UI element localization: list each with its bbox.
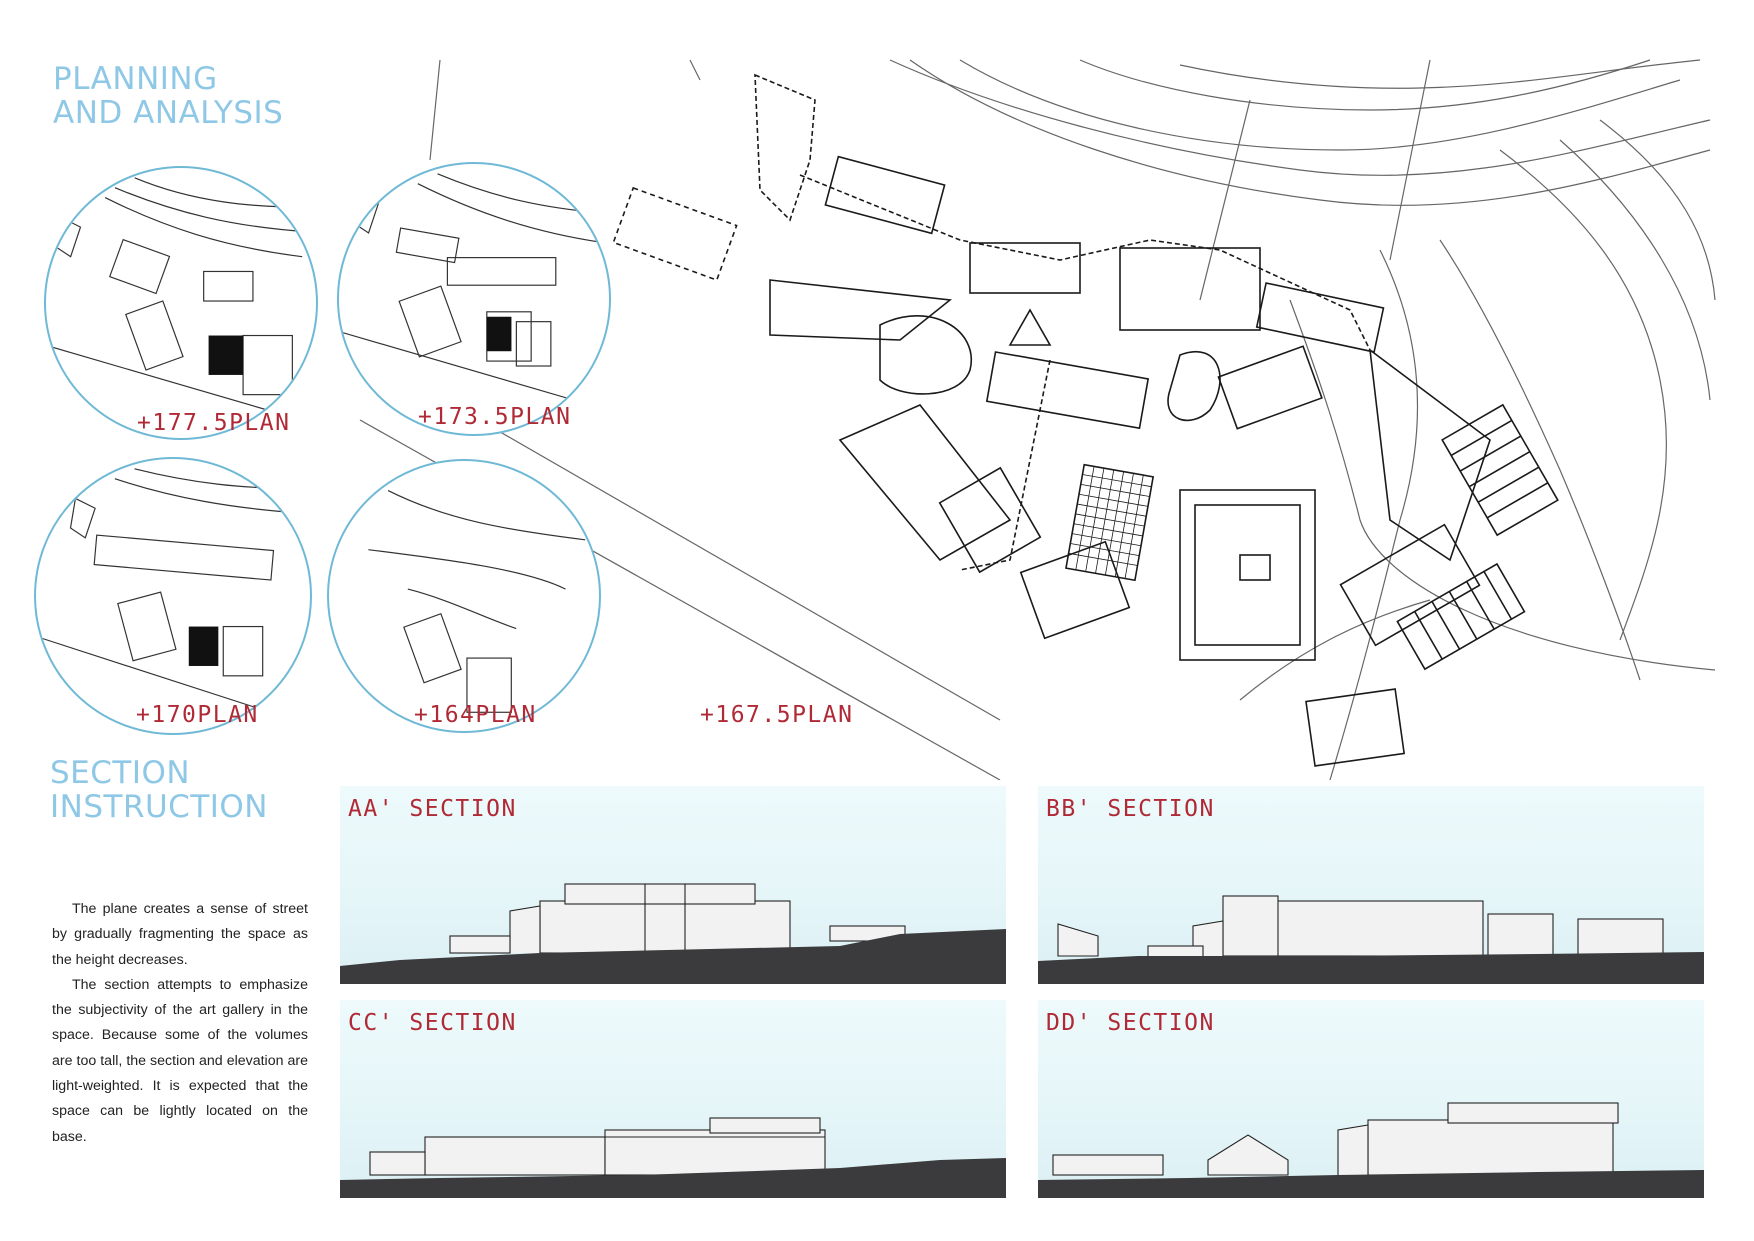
section-label-aa: AA' SECTION: [348, 796, 517, 822]
section-panel-cc: CC' SECTION: [340, 1000, 1006, 1198]
section-heading-line-1: SECTION: [50, 755, 191, 791]
section-label-dd: DD' SECTION: [1046, 1010, 1215, 1036]
plan-circle-164: [327, 459, 601, 733]
planning-heading: PLANNING AND ANALYSIS: [53, 62, 283, 130]
plan-label-173-5: +173.5PLAN: [418, 404, 572, 430]
plan-circle-177-5: [44, 166, 318, 440]
planning-heading-line-2: AND ANALYSIS: [53, 95, 284, 131]
plan-circle-170: [34, 457, 312, 735]
section-heading-line-2: INSTRUCTION: [50, 789, 268, 825]
section-panel-bb: BB' SECTION: [1038, 786, 1704, 984]
plan-label-164: +164PLAN: [414, 702, 537, 728]
plan-label-main: +167.5PLAN: [700, 702, 854, 728]
planning-heading-line-1: PLANNING: [53, 61, 218, 97]
plan-circle-173-5: [337, 162, 611, 436]
section-label-bb: BB' SECTION: [1046, 796, 1215, 822]
section-label-cc: CC' SECTION: [348, 1010, 517, 1036]
main-site-plan: [359, 59, 1716, 780]
description-paragraph-1: The plane creates a sense of street by g…: [52, 901, 308, 968]
section-panel-aa: AA' SECTION: [340, 786, 1006, 984]
section-panel-dd: DD' SECTION: [1038, 1000, 1704, 1198]
plan-label-177-5: +177.5PLAN: [137, 410, 291, 436]
description-text: The plane creates a sense of street by g…: [52, 897, 308, 1150]
section-heading: SECTION INSTRUCTION: [50, 756, 268, 824]
description-paragraph-2: The section attempts to emphasize the su…: [52, 976, 308, 1145]
plan-label-170: +170PLAN: [136, 702, 259, 728]
